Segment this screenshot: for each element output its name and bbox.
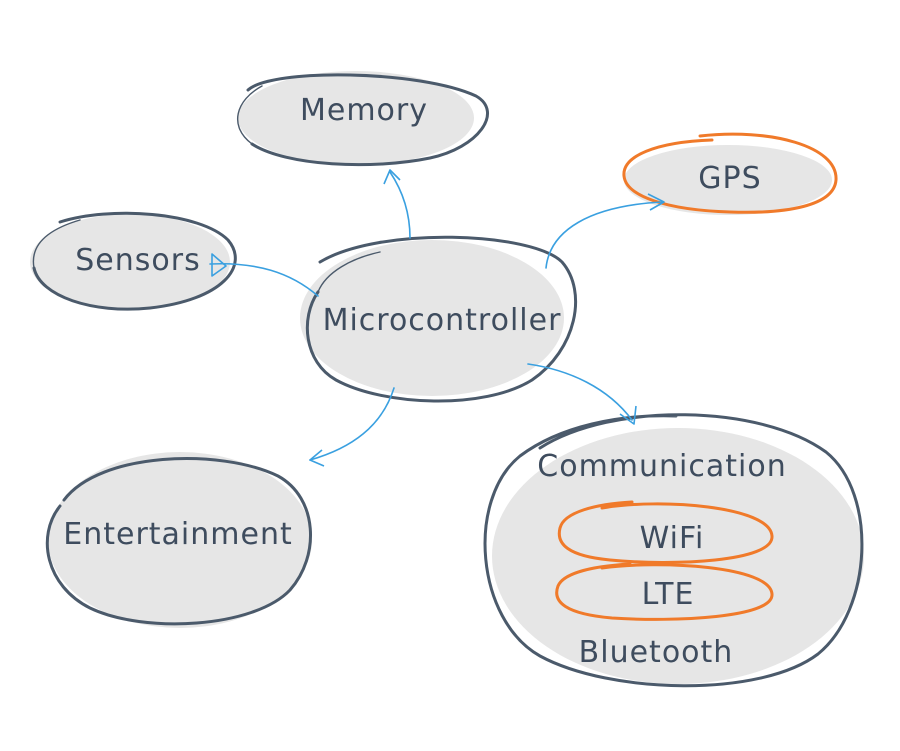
edge-microcontroller-communication: [527, 363, 637, 425]
node-gps: GPS: [622, 132, 838, 215]
arrowhead-icon: [309, 449, 325, 467]
wifi-label: WiFi: [640, 521, 705, 556]
sensors-label: Sensors: [75, 243, 200, 278]
arrowhead-icon: [211, 253, 227, 277]
edge-microcontroller-gps: [545, 193, 665, 269]
node-wifi: WiFi: [557, 500, 774, 564]
node-communication: Communication WiFi LTE Bluetooth: [483, 413, 864, 688]
node-microcontroller: Microcontroller: [300, 235, 577, 403]
microcontroller-label: Microcontroller: [323, 303, 562, 338]
bluetooth-label: Bluetooth: [579, 635, 734, 670]
edge-microcontroller-memory: [383, 169, 411, 239]
node-lte: LTE: [555, 562, 774, 621]
arrowhead-icon: [647, 193, 665, 211]
entertainment-label: Entertainment: [63, 517, 292, 552]
edge-microcontroller-sensors: [209, 253, 319, 297]
memory-label: Memory: [300, 93, 428, 128]
communication-label: Communication: [537, 449, 786, 484]
node-entertainment: Entertainment: [45, 452, 312, 628]
arrowhead-icon: [383, 169, 401, 185]
node-sensors: Sensors: [30, 211, 237, 311]
node-memory: Memory: [236, 71, 489, 167]
edge-microcontroller-entertainment: [309, 387, 395, 467]
gps-label: GPS: [698, 161, 761, 196]
arrowhead-icon: [619, 405, 637, 425]
lte-label: LTE: [642, 577, 695, 612]
